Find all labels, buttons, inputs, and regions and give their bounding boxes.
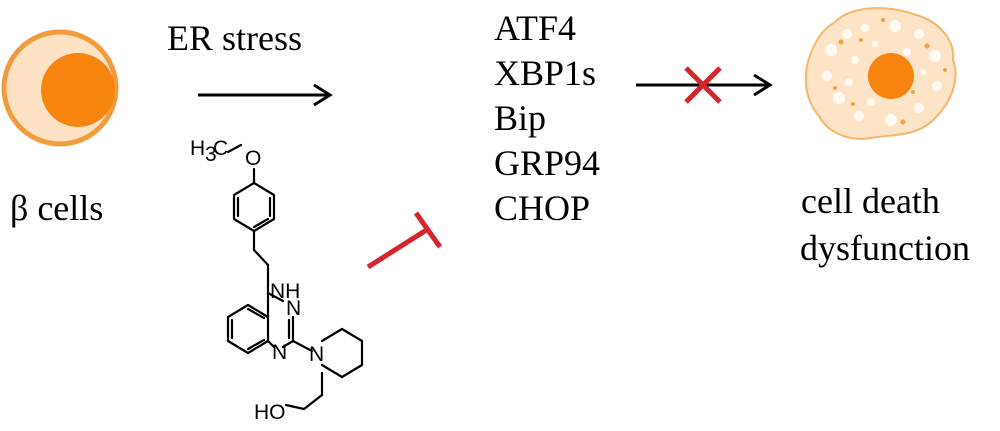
outcome-label-line2: dysfunction bbox=[800, 228, 970, 268]
stress-marker-list: ATF4 XBP1s Bip GRP94 CHOP bbox=[494, 6, 694, 231]
methyl-h: H bbox=[190, 137, 205, 160]
methyl-subscript: 3 bbox=[205, 143, 217, 166]
marker-grp94: GRP94 bbox=[494, 143, 601, 183]
oxygen-label: O bbox=[245, 147, 261, 170]
piperidine-n-label: N bbox=[309, 343, 324, 366]
amine-nh-label: NH bbox=[270, 280, 300, 303]
compound-structure: H 3 C O NH N N N HO bbox=[190, 137, 364, 424]
dying-cell-icon bbox=[804, 7, 957, 140]
marker-chop: CHOP bbox=[494, 188, 591, 228]
n1-label: N bbox=[272, 341, 287, 364]
marker-xbp1s: XBP1s bbox=[494, 53, 597, 93]
beta-cells-label: β cells bbox=[10, 188, 104, 228]
er-stress-arrow bbox=[198, 83, 333, 107]
inhibition-symbol bbox=[366, 211, 443, 270]
beta-cell-icon bbox=[1, 29, 119, 147]
blocked-arrow bbox=[636, 66, 773, 104]
marker-atf4: ATF4 bbox=[494, 8, 577, 48]
methyl-c: C bbox=[213, 137, 228, 160]
er-stress-label: ER stress bbox=[167, 18, 302, 58]
n3-label: N bbox=[286, 297, 301, 320]
outcome-label-line1: cell death bbox=[801, 181, 940, 221]
hydroxyl-label: HO bbox=[254, 401, 286, 424]
marker-bip: Bip bbox=[494, 98, 547, 138]
